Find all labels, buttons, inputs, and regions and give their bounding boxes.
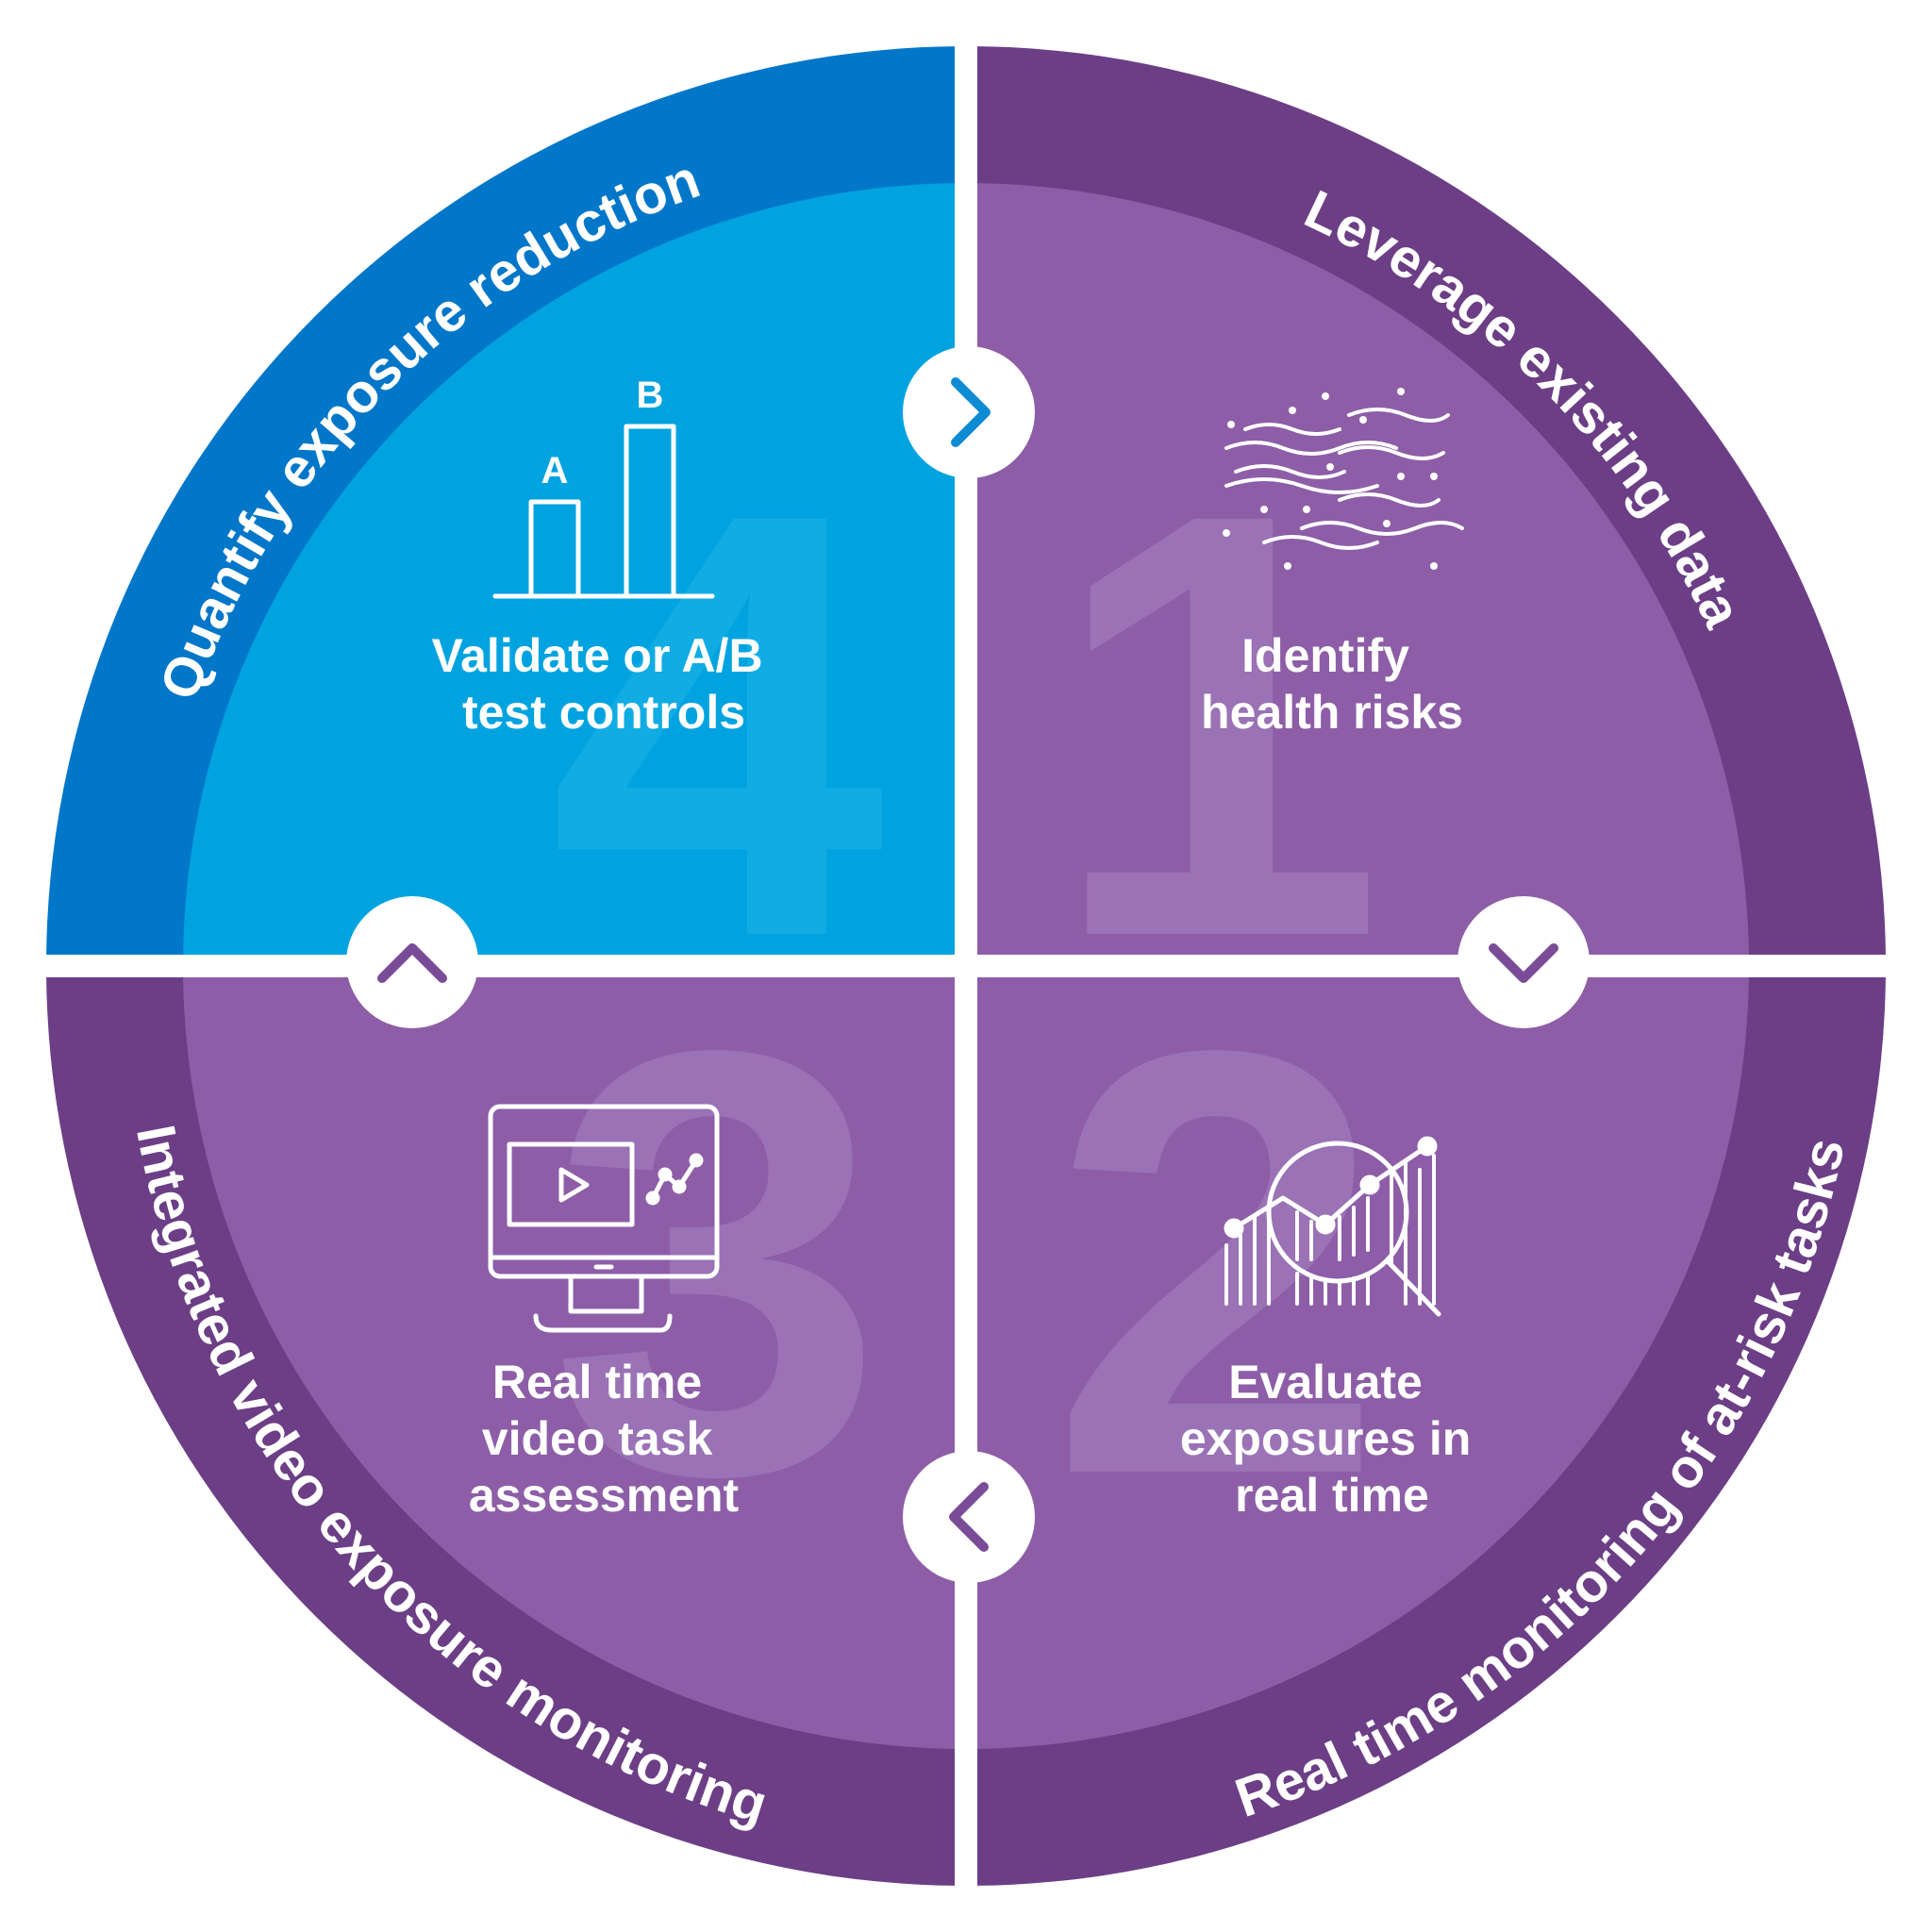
chevron-down-icon xyxy=(1457,896,1590,1028)
quadrant-2-inner xyxy=(977,977,1749,1749)
quadrant-3-number: 3 xyxy=(549,925,885,1600)
ab-bar-chart-icon xyxy=(492,424,715,599)
quadrant-2-caption: Evaluate exposures in real time xyxy=(1180,1356,1484,1522)
data-noise-dots xyxy=(1223,388,1438,570)
chevron-right-icon xyxy=(903,346,1035,478)
monitor-video-icon xyxy=(488,1104,720,1333)
quadrant-1-inner xyxy=(977,183,1749,955)
quadrant-4-number: 4 xyxy=(549,388,889,1062)
quadrant-4-inner xyxy=(183,183,955,955)
bar-label-b: B xyxy=(637,375,664,416)
analytics-magnifier-icon xyxy=(1224,1136,1441,1317)
quadrant-4-caption: Validate or A/B test controls xyxy=(432,629,776,739)
quadrant-1-number: 1 xyxy=(1049,388,1385,1062)
data-noise-icon xyxy=(1224,408,1464,550)
quadrant-1-caption: Identify health risks xyxy=(1201,629,1463,739)
chevron-left-icon xyxy=(903,1451,1035,1583)
bar-label-a: A xyxy=(541,450,569,491)
quadrant-3-caption: Real time video task assessment xyxy=(469,1356,740,1522)
quadrant-3-inner xyxy=(183,977,955,1749)
quadrant-2-number: 2 xyxy=(1049,925,1385,1600)
chevron-up-icon xyxy=(346,896,478,1028)
